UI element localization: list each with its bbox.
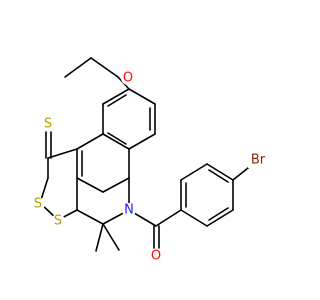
bond-ringC-inner-2 bbox=[208, 169, 229, 183]
bond-layer bbox=[39, 57, 254, 252]
bond-ethyl-co bbox=[90, 57, 119, 78]
atom-o-ether: O bbox=[123, 71, 133, 86]
atom-s-ring-bottom: S bbox=[54, 214, 62, 229]
bond-ringB-3 bbox=[76, 177, 104, 193]
atom-bg-o-carbonyl bbox=[149, 249, 163, 263]
bond-methyl-2 bbox=[102, 223, 120, 251]
bond-ringA-1 bbox=[128, 88, 156, 105]
bond-ringB-4 bbox=[102, 177, 130, 193]
atom-bg-s-ring-top bbox=[31, 197, 45, 211]
bond-ringC-inner-1 bbox=[208, 207, 229, 221]
atom-bg-s-ring-bottom bbox=[51, 214, 65, 228]
molecule-structure: O S S S N O Br bbox=[31, 57, 268, 264]
bond-quat-c bbox=[76, 209, 104, 225]
bond-ringA-4 bbox=[102, 133, 130, 150]
bond-thione-1 bbox=[47, 148, 78, 159]
bond-methyl-1 bbox=[95, 223, 104, 252]
atom-s-thione: S bbox=[44, 117, 52, 132]
bond-ringA-inner-2 bbox=[107, 132, 127, 145]
atom-bg-n-ring bbox=[122, 203, 136, 217]
atom-bg-o-ether bbox=[121, 71, 135, 85]
atom-bg-s-thione bbox=[41, 117, 55, 131]
bond-ringA-3 bbox=[128, 133, 156, 150]
atom-s-ring-top: S bbox=[34, 197, 42, 212]
atom-br: Br bbox=[251, 153, 266, 168]
bond-ringB-1 bbox=[76, 133, 104, 150]
bond-ringC-4 bbox=[206, 163, 234, 181]
atom-n-ring: N bbox=[124, 203, 134, 218]
atom-o-carbonyl: O bbox=[151, 249, 161, 264]
bond-ringC-2 bbox=[206, 209, 234, 227]
bond-ringA-inner-3 bbox=[107, 94, 127, 107]
atom-bg-br bbox=[248, 152, 268, 168]
bond-ethyl-cc bbox=[64, 57, 92, 78]
bond-carbonyl-aryl bbox=[155, 209, 182, 227]
bond-ringA-6 bbox=[102, 88, 130, 105]
bond-ringC-1 bbox=[180, 209, 208, 227]
atom-label-layer: O S S S N O Br bbox=[31, 71, 268, 264]
bond-ringC-5 bbox=[180, 163, 208, 181]
